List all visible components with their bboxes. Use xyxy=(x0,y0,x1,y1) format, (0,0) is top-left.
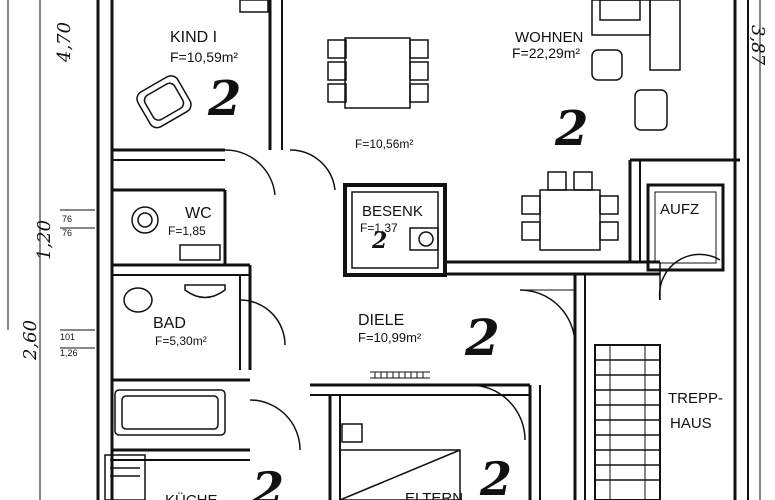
dim-fraction1-den: 76 xyxy=(62,228,72,238)
room-name-wohnen: WOHNEN xyxy=(515,29,583,46)
room-marks: 2 2 2 2 2 2 xyxy=(207,71,588,500)
room-name-besenk: BESENK xyxy=(362,203,423,220)
room-name-wc: WC xyxy=(185,205,212,222)
dimension-labels: 4,70 1,20 2,60 76 76 101 1,26 3,87 xyxy=(20,22,768,361)
mark-diele: 2 xyxy=(464,308,500,367)
room-area-diele: F=10,99m² xyxy=(358,330,422,345)
mark-kueche: 2 xyxy=(251,462,284,500)
mark-eltern: 2 xyxy=(479,452,512,500)
room-area-wohnen: F=22,29m² xyxy=(512,45,580,61)
room-name-treppenhaus-1: TREPP- xyxy=(668,390,723,407)
dim-left-mid: 1,20 xyxy=(34,220,55,260)
dim-fraction2-num: 101 xyxy=(60,332,75,342)
room-name-treppenhaus-2: HAUS xyxy=(670,415,712,432)
dim-left-bottom: 2,60 xyxy=(20,320,41,361)
room-area-bad: F=5,30m² xyxy=(155,334,207,348)
room-name-diele: DIELE xyxy=(358,312,404,329)
walls xyxy=(96,0,749,500)
dim-fraction2-den: 1,26 xyxy=(60,348,78,358)
radiator xyxy=(374,372,424,378)
room-name-bad: BAD xyxy=(153,315,186,332)
furniture xyxy=(104,0,681,500)
room-area-essen: F=10,56m² xyxy=(355,137,413,151)
room-area-kind: F=10,59m² xyxy=(170,49,238,65)
dim-fraction1-num: 76 xyxy=(62,214,72,224)
dimensions xyxy=(7,0,761,500)
room-name-aufz: AUFZ xyxy=(660,201,699,218)
room-area-wc: F=1,85 xyxy=(168,224,206,238)
mark-kind: 2 xyxy=(207,71,241,127)
room-labels: KIND I F=10,59m² WOHNEN F=22,29m² F=10,5… xyxy=(153,29,723,500)
room-area-besenk: F=1,37 xyxy=(360,221,398,235)
mark-wohnen: 2 xyxy=(554,101,588,157)
dim-right-top: 3,87 xyxy=(747,25,768,66)
room-name-kueche: KÜCHE xyxy=(165,491,218,500)
dim-left-top: 4,70 xyxy=(54,22,75,63)
mark-besenk: 2 xyxy=(371,228,387,254)
room-name-kind: KIND I xyxy=(170,29,217,46)
staircase xyxy=(594,344,661,500)
room-name-eltern: ELTERN xyxy=(405,490,463,500)
